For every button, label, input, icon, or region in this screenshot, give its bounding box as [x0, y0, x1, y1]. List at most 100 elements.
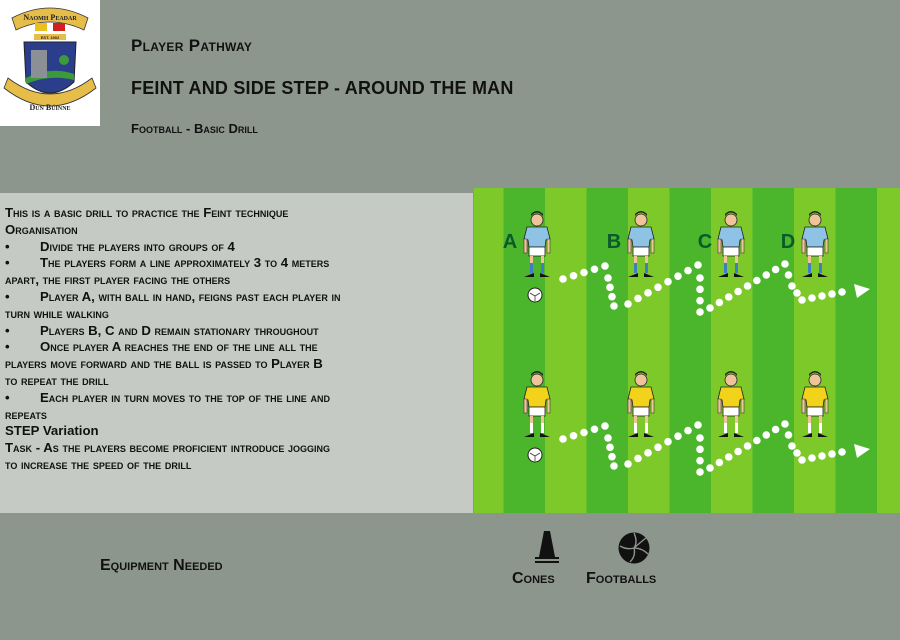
pitch-stripe: [669, 188, 711, 513]
player-sock: [530, 423, 533, 433]
path-dot: [838, 448, 846, 456]
path-dot: [715, 298, 724, 307]
path-dot: [696, 274, 704, 282]
pitch-stripe: [752, 188, 794, 513]
player-shorts: [806, 246, 824, 257]
ball-seam: [529, 292, 541, 301]
player-arm: [801, 238, 806, 254]
player-hair: [635, 211, 647, 216]
player-sock: [645, 263, 648, 273]
path-dot: [604, 274, 612, 282]
path-dot: [590, 265, 599, 274]
path-dot: [664, 277, 672, 286]
path-dot: [569, 431, 578, 440]
task-line-2: to increase the speed of the drill: [5, 456, 192, 472]
ball-body: [527, 447, 543, 463]
path-dot: [644, 289, 652, 297]
player-sock: [819, 263, 822, 273]
player-boot: [644, 433, 654, 437]
path-dot: [696, 445, 704, 454]
player-sock: [634, 423, 637, 433]
bullet: •: [5, 288, 10, 304]
path-dot: [644, 449, 652, 457]
bullet-continuation: apart, the first player facing the other…: [5, 272, 231, 288]
variation-label: STEP Variation: [5, 423, 99, 439]
page-title: FEINT AND SIDE STEP - AROUND THE MAN: [131, 78, 514, 98]
player-hair: [725, 371, 737, 376]
player-arm: [740, 398, 745, 414]
player-sock: [530, 263, 533, 273]
player-boot: [818, 433, 828, 437]
path-dot: [743, 282, 752, 290]
pitch-stripe: [835, 188, 877, 513]
path-dot: [559, 275, 567, 283]
path-dot: [696, 296, 704, 305]
path-dot: [771, 265, 780, 274]
path-dot: [838, 288, 846, 296]
path-dot: [559, 435, 567, 443]
equipment-item-footballs: Footballs: [586, 570, 657, 587]
path-dot: [696, 434, 704, 442]
player-arm: [627, 238, 632, 254]
path-dot: [788, 282, 796, 290]
pitch-stripe: [462, 188, 504, 513]
player-arm: [740, 238, 745, 254]
path-dot: [580, 268, 588, 277]
path-dot: [590, 425, 599, 434]
player-boot: [540, 433, 550, 437]
path-dot: [828, 450, 836, 458]
drill-row: [523, 371, 870, 476]
player-sock: [541, 263, 544, 273]
player-arm: [717, 238, 722, 254]
path-dot: [771, 425, 780, 434]
path-dot: [734, 447, 742, 456]
pitch-stripe: [545, 188, 587, 513]
path-dot: [580, 428, 588, 437]
path-dot: [654, 443, 662, 452]
path-dot: [684, 426, 692, 435]
football-icon: [618, 532, 650, 569]
player-hair: [725, 211, 737, 216]
path-dot: [798, 296, 806, 304]
path-dot: [781, 260, 789, 268]
player-boot: [540, 273, 550, 277]
path-dot: [624, 300, 632, 308]
cone-icon: [533, 531, 561, 570]
path-dot: [610, 302, 618, 310]
bullet: •: [5, 255, 10, 271]
player-head: [808, 373, 822, 387]
path-dot: [694, 421, 702, 429]
section-heading: Player Pathway: [131, 36, 253, 55]
bullet-item: •Each player in turn moves to the top of…: [0, 390, 473, 407]
player-boot: [818, 273, 828, 277]
player-boot: [734, 273, 744, 277]
path-dot: [734, 287, 742, 296]
player-arm: [650, 238, 655, 254]
path-dot: [610, 462, 618, 470]
player-sock: [808, 263, 811, 273]
bullet-text: Player A, with ball in hand, feigns past…: [40, 288, 341, 304]
path-dot: [784, 431, 793, 439]
path-dot: [798, 456, 806, 464]
player-shorts: [528, 406, 546, 417]
bullet: •: [5, 339, 10, 355]
path-dot: [634, 294, 642, 303]
player-sock: [645, 423, 648, 433]
path-dot: [724, 293, 733, 301]
player-sock: [735, 263, 738, 273]
path-dot: [743, 442, 752, 450]
path-dot: [818, 452, 826, 460]
player-head: [530, 213, 544, 227]
player-arm: [824, 238, 829, 254]
path-dot: [694, 261, 702, 269]
path-dot: [715, 458, 724, 467]
player-arm: [523, 398, 528, 414]
bullet-item: •Divide the players into groups of 4: [0, 239, 473, 256]
bullet-item: •Players B, C and D remain stationary th…: [0, 323, 473, 340]
path-dot: [793, 449, 801, 457]
player-figure: [717, 371, 745, 437]
path-dot: [696, 285, 704, 294]
path-dot: [808, 454, 816, 462]
path-dot: [604, 434, 612, 442]
